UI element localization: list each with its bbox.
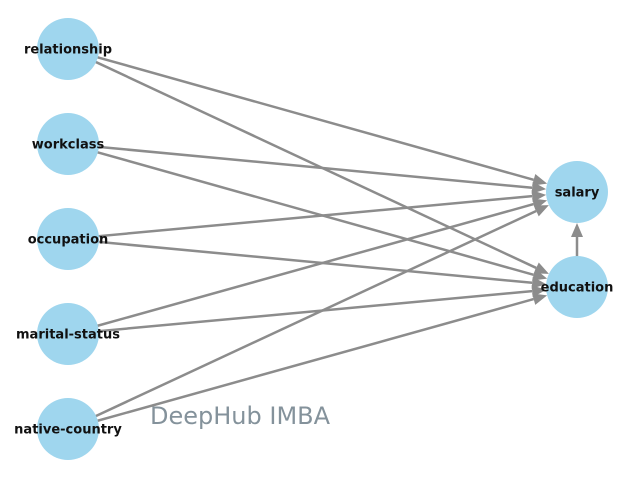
edge-native-country-to-education — [94, 297, 534, 423]
edge-relationship-to-education — [92, 59, 537, 270]
node-label: relationship — [24, 43, 112, 58]
node-label: marital-status — [16, 328, 120, 343]
arrowhead-icon — [532, 174, 548, 186]
node-native-country: native-country — [14, 398, 122, 460]
edge-occupation-to-salary — [95, 194, 533, 238]
node-circle — [37, 398, 99, 460]
node-label: occupation — [28, 233, 109, 248]
node-education: education — [541, 256, 614, 318]
edge-relationship-to-salary — [94, 55, 535, 182]
node-marital-status: marital-status — [16, 303, 120, 365]
edge-marital-status-to-salary — [94, 202, 534, 328]
edge-workclass-to-education — [94, 150, 535, 277]
arrowhead-icon — [532, 269, 548, 281]
node-label: native-country — [14, 423, 122, 438]
node-circle — [37, 208, 99, 270]
node-circle — [546, 161, 608, 223]
node-circle — [37, 113, 99, 175]
node-workclass: workclass — [32, 113, 105, 175]
node-relationship: relationship — [24, 18, 112, 80]
node-circle — [37, 303, 99, 365]
arrowhead-icon — [531, 276, 547, 289]
edge-workclass-to-salary — [95, 145, 533, 190]
node-circle — [546, 256, 608, 318]
node-label: workclass — [32, 138, 105, 153]
arrowhead-icon — [533, 205, 549, 217]
arrowhead-icon — [532, 293, 548, 305]
edge-native-country-to-salary — [92, 209, 537, 419]
arrowhead-icon — [571, 223, 583, 237]
node-label: education — [541, 281, 614, 296]
edge-occupation-to-education — [95, 240, 533, 285]
edge-marital-status-to-education — [95, 289, 533, 333]
node-circle — [37, 18, 99, 80]
arrowhead-icon — [531, 181, 547, 194]
watermark: DeepHub IMBA — [150, 402, 331, 430]
node-salary: salary — [546, 161, 608, 223]
node-label: salary — [555, 186, 600, 201]
node-occupation: occupation — [28, 208, 109, 270]
